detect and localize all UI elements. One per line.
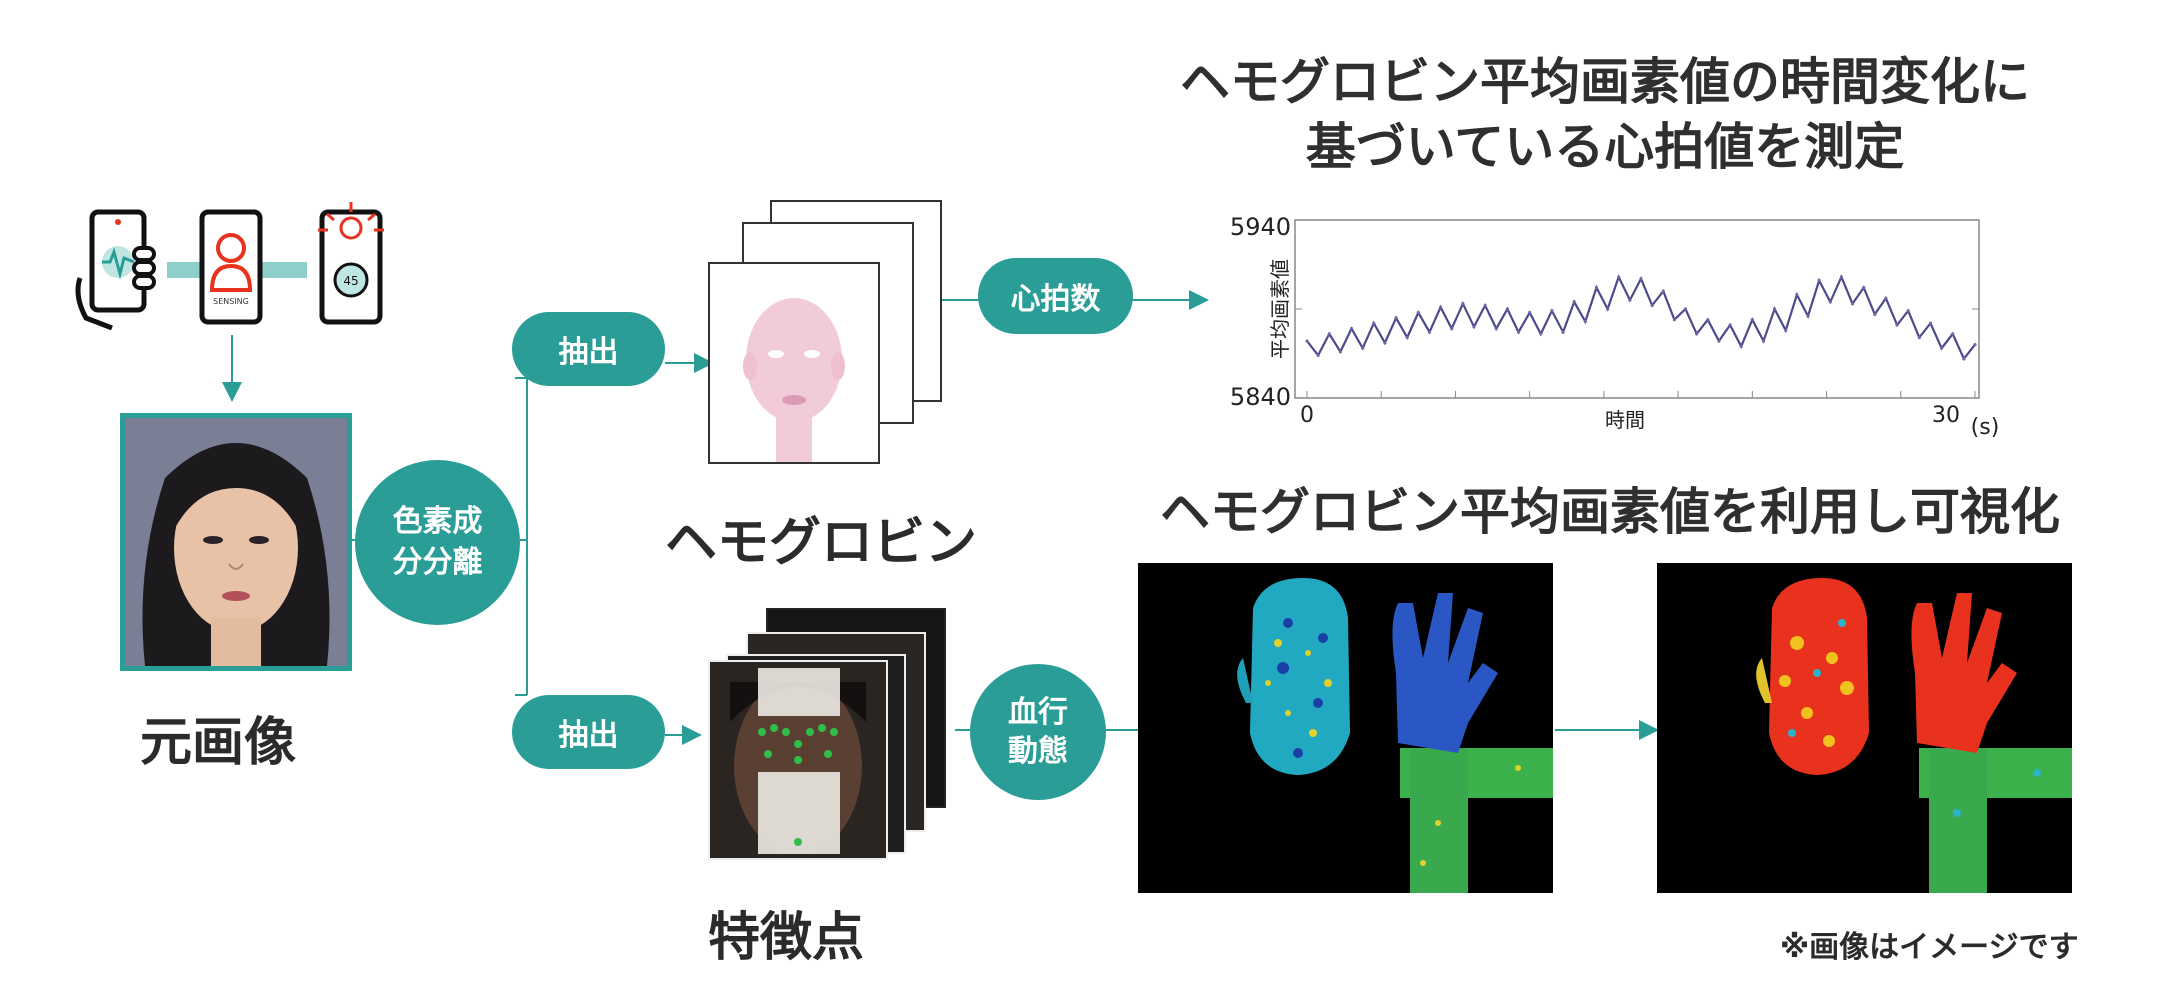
- data-point: [1962, 357, 1966, 361]
- data-point: [1895, 323, 1899, 327]
- data-point: [1928, 321, 1933, 325]
- data-point: [1672, 318, 1676, 322]
- data-point: [1427, 330, 1432, 334]
- data-point: [1617, 275, 1621, 279]
- data-point: [1327, 332, 1331, 336]
- heatmap-image-after: [1657, 563, 2072, 893]
- feature-points-label: 特徴点: [708, 908, 865, 968]
- data-point: [1761, 339, 1766, 343]
- x-unit-label: (s): [1971, 415, 2000, 440]
- data-point: [1583, 319, 1587, 324]
- data-point: [1728, 323, 1732, 327]
- data-point: [1850, 302, 1855, 306]
- phone-heartbeat-icon: [75, 209, 156, 330]
- data-point: [1516, 330, 1521, 334]
- data-point: [1695, 332, 1699, 336]
- data-point: [1338, 350, 1342, 354]
- x-axis-label: 時間: [1605, 408, 1645, 432]
- phone-icons-group: SENSING 45: [75, 202, 384, 330]
- data-point: [1594, 286, 1599, 290]
- data-point: [1773, 307, 1777, 311]
- data-point: [1873, 312, 1877, 316]
- feature-points-image-stack: [708, 608, 948, 870]
- x-tick-label-end: 30: [1932, 403, 1960, 428]
- data-point: [1706, 318, 1710, 322]
- data-point: [1906, 309, 1910, 313]
- heatmap-image-before: [1138, 563, 1553, 893]
- data-point: [1606, 307, 1610, 311]
- data-point: [1683, 307, 1688, 311]
- blood-flow-node: 血行 動態: [970, 664, 1106, 800]
- feature-points-face-image: [730, 668, 866, 854]
- data-point: [1884, 296, 1888, 300]
- data-point: [1917, 335, 1921, 340]
- extract-top-pill: 抽出: [512, 312, 665, 386]
- data-point: [1828, 300, 1832, 304]
- hemoglobin-label: ヘモグロビン: [665, 513, 978, 573]
- hemoglobin-face-image: [743, 298, 845, 462]
- data-point: [1372, 321, 1376, 325]
- data-point: [1750, 318, 1754, 322]
- phone-timer-icon: 45: [318, 202, 384, 325]
- heart-rate-pill: 心拍数: [978, 258, 1133, 334]
- data-point: [1472, 325, 1476, 329]
- data-point: [1839, 275, 1843, 279]
- x-tick-label-start: 0: [1300, 403, 1314, 428]
- original-image-label: 元画像: [140, 713, 297, 773]
- data-point: [1650, 303, 1654, 308]
- phone-sensing-icon: SENSING: [199, 209, 263, 325]
- y-axis-label: 平均画素値: [1268, 259, 1292, 359]
- data-point: [1394, 316, 1398, 320]
- data-point: [1450, 326, 1454, 331]
- data-point: [1639, 277, 1643, 281]
- data-point: [1784, 328, 1788, 332]
- data-point: [1349, 326, 1354, 331]
- data-point: [1416, 310, 1420, 315]
- data-point: [1717, 339, 1721, 343]
- data-point: [1383, 341, 1387, 345]
- data-point: [1461, 302, 1465, 306]
- y-tick-label-top: 5940: [1230, 213, 1291, 241]
- data-point: [1940, 346, 1944, 350]
- data-point: [1528, 310, 1532, 315]
- data-point: [1494, 326, 1498, 331]
- data-point: [1505, 307, 1509, 311]
- data-point: [1739, 344, 1743, 348]
- plot-frame: [1294, 219, 1980, 399]
- data-point: [1862, 286, 1866, 290]
- data-point: [1405, 335, 1409, 340]
- visualization-title: ヘモグロビン平均画素値を利用し可視化: [1160, 483, 2060, 541]
- chart-title: ヘモグロビン平均画素値の時間変化に 基づいている心拍値を測定: [1180, 53, 2030, 176]
- data-point: [1572, 300, 1576, 304]
- data-point: [1973, 343, 1977, 347]
- data-point: [1316, 353, 1320, 357]
- data-point: [1817, 278, 1821, 283]
- data-point: [1439, 305, 1443, 309]
- y-tick-label-bottom: 5840: [1230, 383, 1291, 411]
- data-point: [1561, 330, 1565, 334]
- data-point: [1806, 314, 1810, 318]
- extract-bottom-pill: 抽出: [512, 695, 665, 769]
- data-point: [1661, 289, 1665, 293]
- data-point: [1539, 332, 1543, 336]
- hemoglobin-line-chart: 5940 5840 0 30 (s) 時間 平均画素値: [1230, 213, 2000, 440]
- data-point: [1550, 309, 1554, 313]
- sensing-text: SENSING: [213, 297, 249, 306]
- original-face-image: [120, 413, 352, 671]
- data-point: [1305, 339, 1309, 343]
- timer-text: 45: [343, 274, 358, 288]
- data-point: [1628, 298, 1632, 302]
- hemoglobin-image-stack: [708, 200, 948, 465]
- data-point: [1951, 332, 1955, 336]
- data-point: [1483, 303, 1487, 308]
- data-point: [1361, 346, 1365, 350]
- data-point: [1795, 293, 1799, 297]
- image-disclaimer-note: ※画像はイメージです: [1780, 930, 2079, 965]
- color-separation-node: 色素成 分分離: [355, 460, 520, 625]
